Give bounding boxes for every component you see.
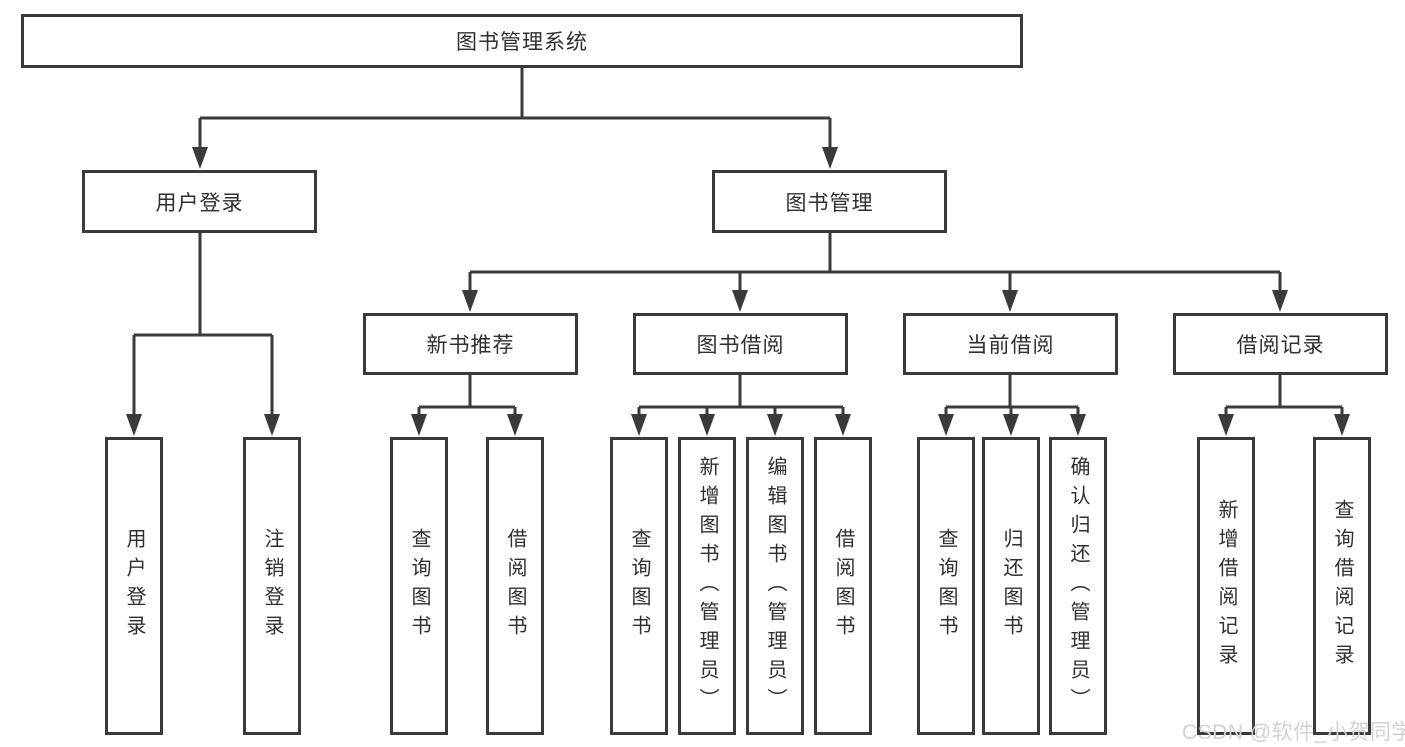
leaf-bb-edit-books-admin: 编辑图书（管理员） bbox=[746, 437, 804, 735]
leaf-cb-query-books: 查询图书 bbox=[917, 437, 975, 735]
node-book-management: 图书管理 bbox=[712, 170, 947, 233]
leaf-br-query-record-label: 查询借阅记录 bbox=[1331, 499, 1353, 673]
node-new-book-recommend-label: 新书推荐 bbox=[426, 334, 515, 357]
node-user-login-label: 用户登录 bbox=[155, 191, 244, 215]
leaf-br-add-record-label: 新增借阅记录 bbox=[1215, 499, 1237, 673]
node-current-borrow-label: 当前借阅 bbox=[966, 334, 1055, 357]
node-borrow-record-label: 借阅记录 bbox=[1236, 334, 1325, 357]
leaf-user-login-label: 用户登录 bbox=[123, 528, 145, 644]
leaf-logout: 注销登录 bbox=[243, 437, 301, 735]
leaf-bb-borrow-books: 借阅图书 bbox=[814, 437, 872, 735]
leaf-cb-return-books: 归还图书 bbox=[982, 437, 1040, 735]
leaf-bb-add-books-admin-label: 新增图书（管理员） bbox=[696, 455, 718, 717]
node-new-book-recommend: 新书推荐 bbox=[363, 313, 578, 375]
leaf-bb-query-books-label: 查询图书 bbox=[628, 528, 650, 644]
leaf-bb-query-books: 查询图书 bbox=[610, 437, 668, 735]
csdn-watermark: CSDN @软件_小贺同学 bbox=[1182, 721, 1405, 744]
leaf-br-query-record: 查询借阅记录 bbox=[1313, 437, 1371, 735]
leaf-bb-edit-books-admin-label: 编辑图书（管理员） bbox=[764, 455, 786, 717]
leaf-cb-query-books-label: 查询图书 bbox=[935, 528, 957, 644]
node-current-borrow: 当前借阅 bbox=[903, 313, 1118, 375]
node-book-borrow: 图书借阅 bbox=[633, 313, 848, 375]
node-root: 图书管理系统 bbox=[21, 14, 1023, 68]
node-user-login: 用户登录 bbox=[82, 170, 317, 233]
leaf-bb-add-books-admin: 新增图书（管理员） bbox=[678, 437, 736, 735]
node-borrow-record: 借阅记录 bbox=[1173, 313, 1388, 375]
leaf-nbr-query-books-label: 查询图书 bbox=[408, 528, 430, 644]
leaf-logout-label: 注销登录 bbox=[261, 528, 283, 644]
leaf-nbr-query-books: 查询图书 bbox=[390, 437, 448, 735]
node-root-label: 图书管理系统 bbox=[456, 31, 588, 54]
leaf-nbr-borrow-books-label: 借阅图书 bbox=[504, 528, 526, 644]
node-book-management-label: 图书管理 bbox=[785, 191, 874, 215]
leaf-br-add-record: 新增借阅记录 bbox=[1197, 437, 1255, 735]
leaf-cb-return-books-label: 归还图书 bbox=[1000, 528, 1022, 644]
leaf-cb-confirm-return-admin-label: 确认归还（管理员） bbox=[1067, 455, 1089, 717]
leaf-user-login: 用户登录 bbox=[105, 437, 163, 735]
leaf-nbr-borrow-books: 借阅图书 bbox=[486, 437, 544, 735]
leaf-cb-confirm-return-admin: 确认归还（管理员） bbox=[1049, 437, 1107, 735]
node-book-borrow-label: 图书借阅 bbox=[696, 334, 785, 357]
leaf-bb-borrow-books-label: 借阅图书 bbox=[832, 528, 854, 644]
